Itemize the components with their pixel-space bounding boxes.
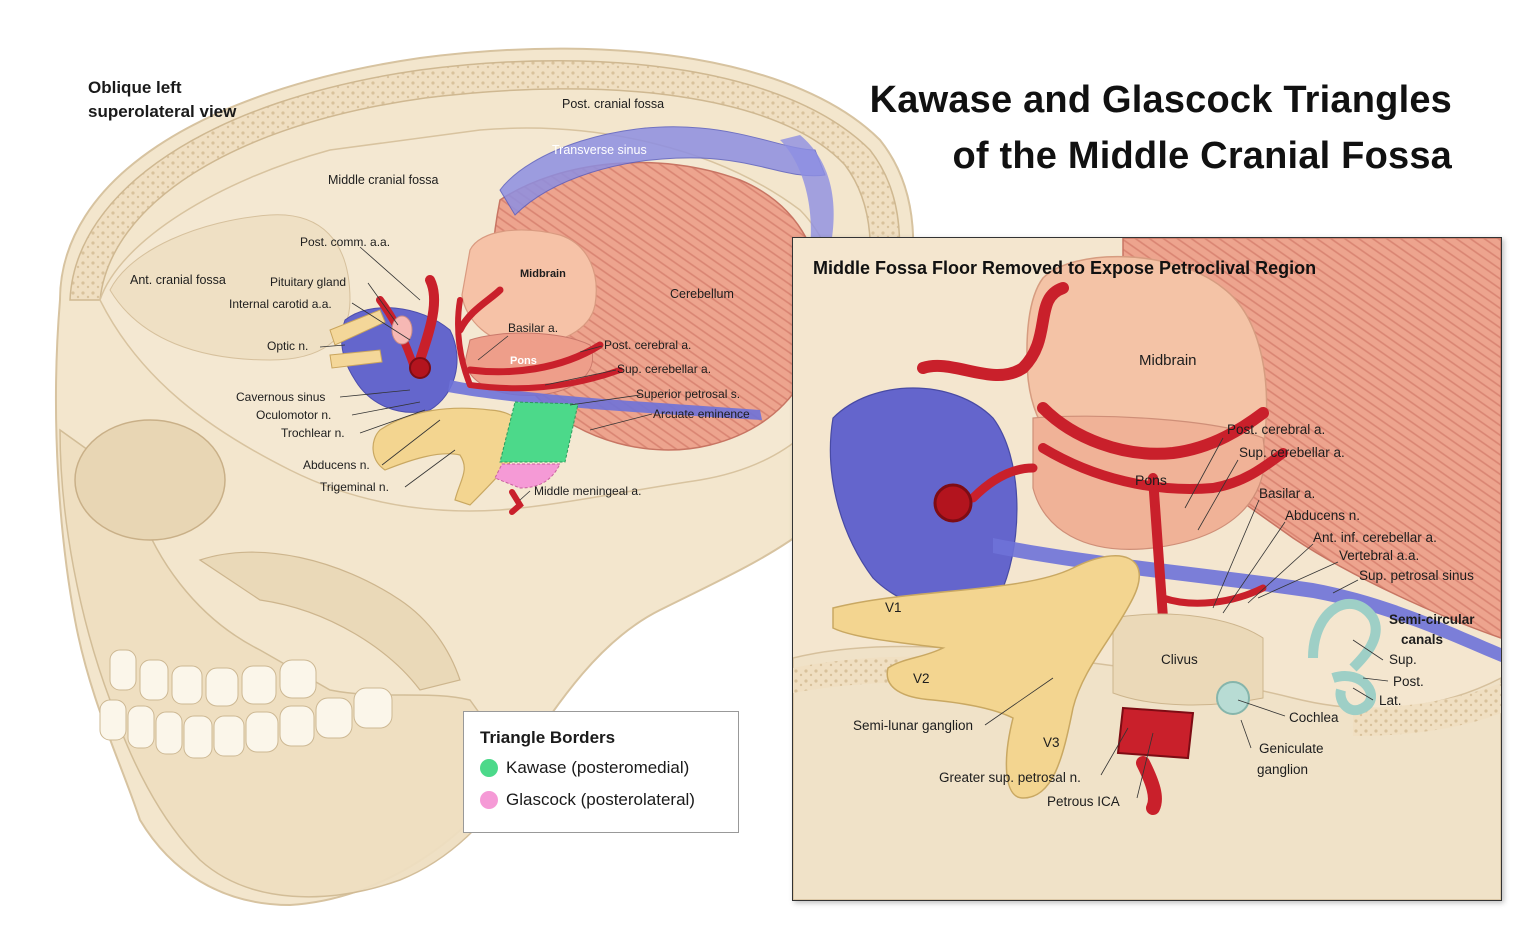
inset-panel: Middle Fossa Floor Removed to Expose Pet…: [792, 237, 1502, 901]
label-transverse-sinus: Transverse sinus: [552, 143, 647, 157]
label-basilar: Basilar a.: [508, 321, 559, 335]
legend-item-kawase: Kawase (posteromedial): [480, 758, 689, 778]
inset-semicircular-canals: [1308, 598, 1381, 715]
inset-label-cochlea: Cochlea: [1289, 710, 1339, 725]
inset-label-abducens: Abducens n.: [1285, 508, 1361, 523]
zygomatic-arch: [198, 551, 461, 691]
legend-item-glascock: Glascock (posterolateral): [480, 790, 695, 810]
label-optic: Optic n.: [267, 339, 309, 353]
face-region: [59, 428, 521, 898]
label-post-cranial-fossa: Post. cranial fossa: [562, 97, 665, 111]
inset-petrous-ica: [1116, 706, 1195, 760]
label-pons: Pons: [510, 355, 537, 367]
label-middle-meningeal: Middle meningeal a.: [534, 484, 642, 498]
inset-label-vertebral: Vertebral a.a.: [1339, 548, 1420, 563]
inset-label-lat: Lat.: [1379, 693, 1402, 708]
title-line-1: Kawase and Glascock Triangles: [869, 79, 1452, 121]
leader-lines: [319, 246, 653, 501]
label-superior-petrosal: Superior petrosal s.: [636, 387, 741, 401]
middle-meningeal-artery: [509, 489, 524, 515]
inset-carotid-cut: [933, 483, 973, 523]
inset-illustration: [793, 238, 1501, 900]
inset-label-v3: V3: [1043, 735, 1060, 750]
optic-nerve: [329, 309, 386, 346]
inset-clivus: [1112, 613, 1264, 706]
label-ant-cranial-fossa: Ant. cranial fossa: [130, 273, 226, 287]
legend-label-glascock: Glascock (posterolateral): [506, 790, 695, 809]
label-trigeminal: Trigeminal n.: [320, 480, 389, 494]
inset-label-semilunar: Semi-lunar ganglion: [853, 718, 974, 733]
inset-label-sup: Sup.: [1389, 652, 1417, 667]
inset-label-sup-cerebellar: Sup. cerebellar a.: [1239, 445, 1345, 460]
label-arcuate-eminence: Arcuate eminence: [653, 407, 750, 421]
kawase-triangle: [499, 401, 579, 463]
legend-label-kawase: Kawase (posteromedial): [506, 758, 690, 777]
figure-title: Kawase and Glascock Triangles of the Mid…: [870, 72, 1452, 184]
ant-fossa: [109, 214, 351, 361]
inset-label-post-cerebral: Post. cerebral a.: [1227, 422, 1326, 437]
teeth: [99, 649, 393, 759]
view-label-line-1: Oblique left: [88, 78, 182, 97]
inset-diploe-band-2: [1353, 683, 1501, 736]
glascock-triangle: [494, 463, 561, 489]
inset-label-midbrain: Midbrain: [1139, 352, 1197, 369]
inset-label-v2: V2: [913, 671, 930, 686]
inset-label-sup-petrosal-sinus: Sup. petrosal sinus: [1359, 568, 1474, 583]
inset-label-petrous-ica: Petrous ICA: [1047, 794, 1120, 809]
label-trochlear: Trochlear n.: [281, 426, 345, 440]
inset-label-geniculate-2: ganglion: [1257, 762, 1309, 777]
label-midbrain: Midbrain: [520, 268, 566, 280]
inset-label-v1: V1: [885, 600, 902, 615]
inset-label-basilar: Basilar a.: [1259, 486, 1316, 501]
label-middle-cranial-fossa: Middle cranial fossa: [328, 173, 439, 187]
label-pituitary-gland: Pituitary gland: [270, 275, 347, 289]
optic-nerve-2: [329, 349, 383, 369]
label-oculomotor: Oculomotor n.: [256, 408, 332, 422]
label-post-cerebral: Post. cerebral a.: [604, 338, 692, 352]
view-label-line-2: superolateral view: [88, 102, 237, 121]
label-cavernous-sinus: Cavernous sinus: [236, 390, 326, 404]
title-line-2: of the Middle Cranial Fossa: [952, 135, 1452, 177]
inset-label-greater-sup-petrosal: Greater sup. petrosal n.: [939, 770, 1081, 785]
inset-petrous-ica-stub: [1136, 756, 1162, 815]
legend-swatch-kawase: [480, 759, 498, 777]
inset-arteries: [917, 282, 1288, 623]
label-abducens: Abducens n.: [303, 458, 370, 472]
label-cerebellum: Cerebellum: [670, 287, 734, 301]
inset-label-semicircular-2: canals: [1401, 632, 1444, 647]
trigeminal-nerve: [372, 407, 525, 506]
carotid-cut: [409, 357, 431, 379]
inset-cochlea: [1216, 681, 1250, 715]
inset-label-geniculate-1: Geniculate: [1259, 741, 1324, 756]
inset-title: Middle Fossa Floor Removed to Expose Pet…: [813, 258, 1317, 278]
inset-label-post: Post.: [1393, 674, 1424, 689]
inset-trigeminal: [832, 555, 1140, 799]
legend-title: Triangle Borders: [480, 728, 616, 747]
inset-label-clivus: Clivus: [1161, 652, 1198, 667]
view-label: Oblique left superolateral view: [88, 76, 236, 124]
sigmoid-sinus: [780, 135, 834, 250]
orbit: [74, 419, 226, 541]
legend-box: Triangle Borders Kawase (posteromedial) …: [463, 711, 739, 833]
label-post-comm: Post. comm. a.a.: [300, 235, 391, 249]
inset-label-semicircular-1: Semi-circular: [1389, 612, 1475, 627]
inset-label-pons: Pons: [1135, 472, 1167, 488]
legend-swatch-glascock: [480, 791, 498, 809]
inset-label-ant-inf-cerebellar: Ant. inf. cerebellar a.: [1313, 530, 1437, 545]
label-internal-carotid: Internal carotid a.a.: [229, 297, 332, 311]
inset-leader-lines: [984, 437, 1389, 799]
label-sup-cerebellar: Sup. cerebellar a.: [617, 362, 712, 376]
